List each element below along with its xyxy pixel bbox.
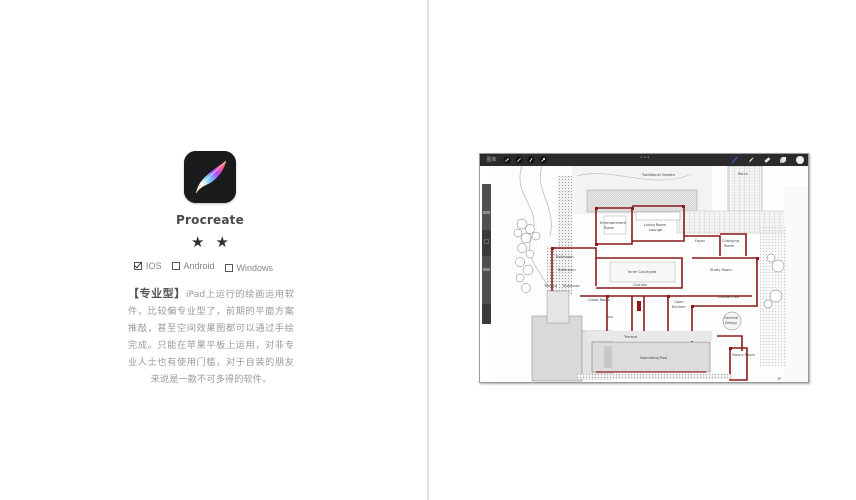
room-label-guest-room: Guest Room <box>588 298 610 302</box>
selection-icon[interactable] <box>527 156 535 164</box>
room-label-terrace-2: Terrace <box>623 335 638 339</box>
floor-plan-canvas[interactable]: Traditional Garden Porch <box>492 166 808 382</box>
layers-icon[interactable] <box>779 156 787 164</box>
checkbox-unchecked-icon[interactable] <box>171 262 180 270</box>
room-label-bathroom-2: Bathroom <box>558 268 576 272</box>
floor-plan-drawing: Traditional Garden Porch <box>492 166 808 382</box>
smudge-icon[interactable] <box>747 156 755 164</box>
platform-label: Windows <box>236 263 274 273</box>
color-swatch[interactable] <box>796 156 804 164</box>
room-label-swimming-pool: Swimming Pool <box>640 356 667 360</box>
brush-icon[interactable] <box>731 156 739 164</box>
checkbox-unchecked-icon[interactable] <box>224 264 233 272</box>
magic-wand-icon[interactable] <box>515 156 523 164</box>
star-icon: ★ <box>191 233 205 251</box>
star-icon: ★ <box>215 233 229 251</box>
platform-label: Android <box>183 261 215 271</box>
room-label-open-kitchen: Open <box>674 300 684 304</box>
drag-handle[interactable]: ••• <box>640 155 651 161</box>
room-label-casual-cafe: Casual Cafe <box>718 295 740 299</box>
app-description: 【专业型】iPad上运行的绘画运用软件，比较偏专业型了，前期的平面方案推敲，甚至… <box>128 285 294 388</box>
wrench-icon[interactable] <box>503 156 511 164</box>
toolbar-right-group <box>723 156 804 164</box>
room-label-terrace: Terrace <box>543 284 558 288</box>
modify-button[interactable] <box>484 239 489 244</box>
opacity-slider[interactable] <box>482 256 491 304</box>
procreate-app-icon <box>184 151 236 203</box>
room-label-living-room: Living Room <box>644 223 667 227</box>
procreate-toolbar: 图库 ••• <box>480 154 808 166</box>
room-label-inner-courtyard: Inner Courtyard <box>628 270 656 274</box>
procreate-brush-icon <box>184 151 236 203</box>
platform-windows[interactable]: Windows <box>224 263 274 273</box>
room-label-corridor: Corridor <box>633 283 648 287</box>
app-card: Procreate ★ ★ IOS Android Windows 【专业型】i… <box>120 0 300 500</box>
transform-icon[interactable] <box>539 156 547 164</box>
svg-text:Room: Room <box>724 244 735 248</box>
floor-label: 1F <box>777 377 781 381</box>
platform-list: IOS Android Windows <box>134 258 304 274</box>
room-label-changing-room: Changing <box>722 239 739 243</box>
room-label-porch: Porch <box>738 172 748 176</box>
category-tag: 【专业型】 <box>128 287 186 300</box>
svg-text:Kitchen: Kitchen <box>672 305 686 309</box>
rating: ★ ★ <box>120 232 300 251</box>
brush-size-slider[interactable] <box>482 184 491 230</box>
checkbox-checked-icon[interactable] <box>134 262 142 270</box>
svg-text:Dining: Dining <box>725 321 737 325</box>
platform-android[interactable]: Android <box>171 261 215 271</box>
gallery-button[interactable]: 图库 <box>486 157 497 163</box>
room-label-spa: Spa <box>606 315 613 319</box>
procreate-screenshot: 图库 ••• <box>479 153 809 383</box>
room-label-foyer: Foyer <box>695 239 705 243</box>
room-label-study-room: Study Room <box>710 268 732 272</box>
room-label-nanny-room: Nanny Room <box>732 353 755 357</box>
description-text: iPad上运行的绘画运用软件，比较偏专业型了，前期的平面方案推敲，甚至空间效果图… <box>128 289 294 385</box>
room-label-staircase: Staircase <box>563 284 580 288</box>
room-label-entertainment-room: Entertainment <box>600 221 627 225</box>
page-divider <box>427 0 429 500</box>
platform-label: IOS <box>146 261 162 271</box>
svg-text:Room: Room <box>604 226 615 230</box>
app-name: Procreate <box>176 213 244 227</box>
room-label-traditional-garden: Traditional Garden <box>641 173 675 177</box>
brush-size-opacity-slider[interactable] <box>482 184 491 324</box>
eraser-icon[interactable] <box>763 156 771 164</box>
brush-size-handle[interactable] <box>483 211 490 214</box>
room-label-bathroom: Bathroom <box>556 255 574 259</box>
opacity-handle[interactable] <box>483 268 490 271</box>
room-label-general-dining: General <box>724 316 738 320</box>
svg-text:Lounge: Lounge <box>649 228 663 232</box>
platform-ios[interactable]: IOS <box>134 261 162 271</box>
